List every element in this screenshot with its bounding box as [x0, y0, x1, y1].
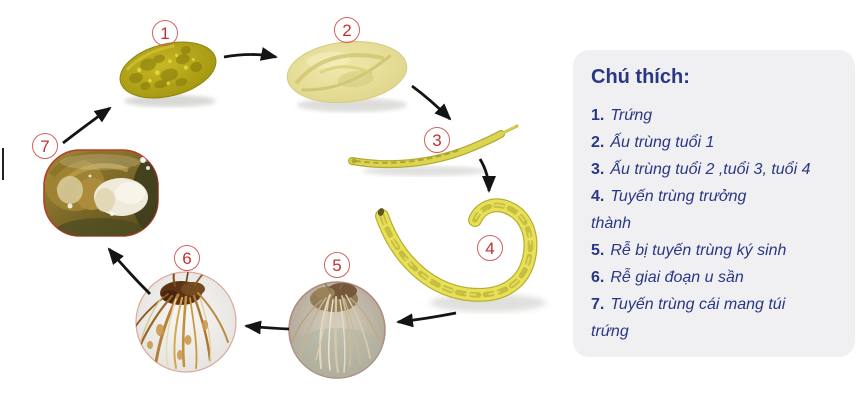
- legend-title: Chú thích:: [591, 66, 690, 88]
- legend-item-text: Ấu trùng tuổi 1: [610, 134, 715, 151]
- legend-item-number: 5.: [591, 242, 605, 259]
- left-edge-mark: [2, 148, 4, 180]
- stage-7-badge: 7: [32, 133, 58, 159]
- legend-item-number: 2.: [591, 134, 605, 151]
- stage-1-egg: [119, 41, 217, 99]
- stage-1-badge: 1: [152, 20, 178, 46]
- arrow-2-to-3: [411, 84, 452, 121]
- stage-5-badge: 5: [324, 252, 350, 278]
- legend-item-3: 3. Ấu trùng tuổi 2 ,tuổi 3, tuổi 4: [591, 156, 843, 183]
- legend-item-1: 1. Trứng: [591, 102, 843, 129]
- legend-item-text: Ấu trùng tuổi 2 ,tuổi 3, tuổi 4: [610, 161, 811, 178]
- legend-item-text: Tuyến trùng cái mang túi trứng: [591, 296, 786, 340]
- stage-6-root-galls-photo: [135, 271, 237, 373]
- legend-item-text: Rễ giai đoạn u sần: [610, 269, 744, 286]
- arrow-6-to-7: [107, 247, 151, 295]
- legend-item-number: 4.: [591, 188, 605, 205]
- legend-item-text: Trứng: [610, 107, 653, 124]
- arrow-7-to-1: [62, 106, 112, 145]
- arrow-4-to-5: [396, 311, 457, 328]
- legend-item-text: Rễ bị tuyến trùng ký sinh: [610, 242, 787, 259]
- stage-4-badge: 4: [477, 235, 503, 261]
- legend-panel: Chú thích: 1. Trứng 2. Ấu trùng tuổi 1 3. Ấ…: [573, 50, 855, 357]
- legend-item-number: 7.: [591, 296, 605, 313]
- legend-item-text: Tuyến trùng trưởng thành: [591, 188, 747, 232]
- stage-5-root-photo: [288, 281, 386, 379]
- stage-3-badge: 3: [424, 127, 450, 153]
- legend-item-5: 5. Rễ bị tuyến trùng ký sinh: [591, 237, 843, 264]
- legend-item-number: 1.: [591, 107, 605, 124]
- stage-2-egg-with-larva: [286, 41, 408, 103]
- cycle-arrows: [62, 47, 496, 335]
- stage-3-juvenile-worm: [348, 124, 519, 169]
- stage-6-badge: 6: [174, 245, 200, 271]
- legend-item-2: 2. Ấu trùng tuổi 1: [591, 129, 843, 156]
- legend-item-number: 6.: [591, 269, 605, 286]
- stage-7-female-photo: [43, 149, 159, 237]
- legend-item-4: 4.Tuyến trùng trưởng thành: [591, 183, 843, 237]
- arrow-3-to-4: [478, 158, 496, 193]
- legend-item-number: 3.: [591, 161, 605, 178]
- stage-2-badge: 2: [334, 17, 360, 43]
- legend-item-6: 6. Rễ giai đoạn u sần: [591, 264, 843, 291]
- legend-item-7: 7.Tuyến trùng cái mang túi trứng: [591, 291, 843, 345]
- arrow-5-to-6: [244, 320, 290, 335]
- stage-4-adult-nematode: [375, 198, 538, 302]
- arrow-1-to-2: [223, 47, 278, 61]
